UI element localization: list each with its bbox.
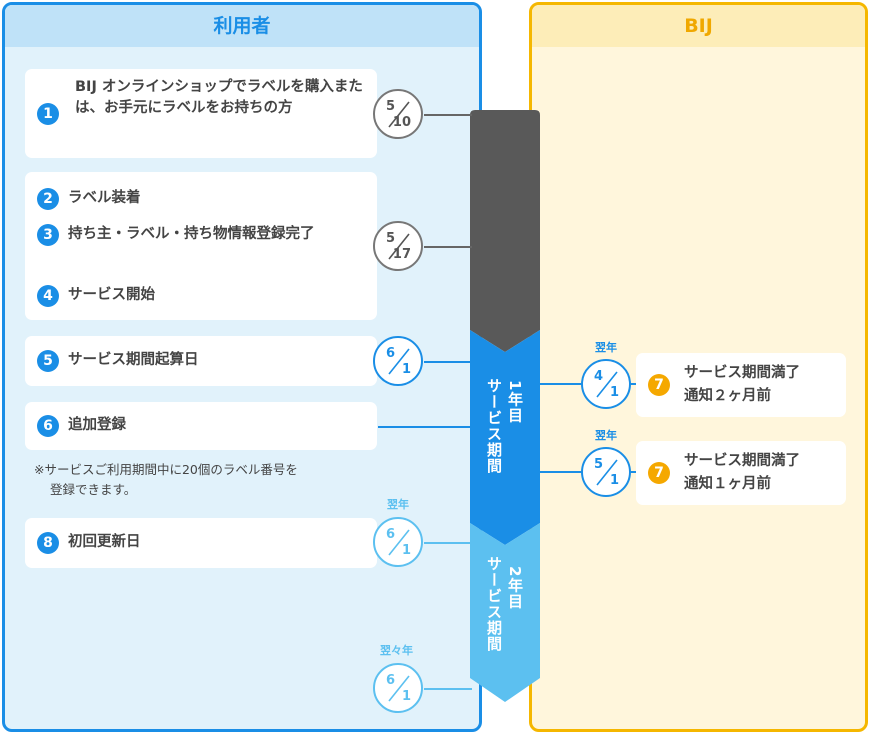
- step-number-badge: 4: [37, 285, 59, 307]
- connector-line: [424, 542, 472, 544]
- bij-step-2-line-1: サービス期間満了: [684, 453, 800, 469]
- date-circle-5: 6 1: [373, 663, 423, 713]
- timeline-segment-year2: [470, 523, 540, 702]
- date-day: 1: [609, 385, 619, 400]
- date-month: 6: [386, 346, 396, 361]
- date-tag: 翌年: [595, 429, 617, 442]
- step-6-text: 追加登録: [68, 417, 126, 433]
- step-8-text: 初回更新日: [68, 534, 141, 550]
- date-day: 10: [392, 115, 411, 130]
- timeline-segment-year1: [470, 330, 540, 545]
- connector-line: [538, 471, 582, 473]
- step-number-badge: 7: [648, 462, 670, 484]
- step-5: 5 サービス期間起算日: [37, 350, 367, 372]
- connector-line: [630, 383, 638, 385]
- year1-label: 1年目: [505, 380, 524, 423]
- date-tag: 翌々年: [380, 644, 413, 657]
- date-month: 5: [594, 457, 604, 472]
- step-8: 8 初回更新日: [37, 532, 367, 554]
- date-day: 1: [401, 689, 411, 704]
- note-line-2: 登録できます。: [50, 482, 137, 497]
- year1-unit: 年目: [506, 391, 524, 424]
- step-1-text: BIJ オンラインショップでラベルを購入または、お手元にラベルをお持ちの方: [75, 79, 363, 116]
- date-tag: 翌年: [387, 498, 409, 511]
- year1-number: 1: [506, 380, 524, 392]
- bij-panel-header: BIJ: [532, 5, 865, 47]
- step-card-1: 1 BIJ オンラインショップでラベルを購入または、お手元にラベルをお持ちの方: [25, 69, 377, 158]
- step-number-badge: 7: [648, 374, 670, 396]
- date-tag: 翌年: [595, 341, 617, 354]
- connector-line: [424, 114, 472, 116]
- step-5-text: サービス期間起算日: [68, 352, 199, 368]
- step-number-badge: 5: [37, 350, 59, 372]
- step-number-badge: 2: [37, 188, 59, 210]
- year2-number: 2: [506, 566, 524, 578]
- step-card-6: 6 追加登録: [25, 402, 377, 450]
- bij-step-1-line-1: サービス期間満了: [684, 365, 800, 381]
- step-2: 2 ラベル装着: [37, 188, 367, 210]
- step-card-5: 5 サービス期間起算日: [25, 336, 377, 386]
- date-day: 17: [392, 247, 411, 262]
- date-circle-3: 6 1: [373, 336, 423, 386]
- step-number-badge: 1: [37, 103, 59, 125]
- date-day: 1: [401, 543, 411, 558]
- bij-step-1-line-2: 通知２ヶ月前: [684, 388, 771, 404]
- connector-line: [378, 426, 472, 428]
- date-month: 6: [386, 527, 396, 542]
- bij-step-card-1: 7 サービス期間満了 通知２ヶ月前: [636, 353, 846, 417]
- step-3: 3 持ち主・ラベル・持ち物情報登録完了: [37, 224, 327, 246]
- step-number-badge: 3: [37, 224, 59, 246]
- step-4-text: サービス開始: [68, 287, 155, 303]
- connector-line: [424, 688, 472, 690]
- date-circle-4: 6 1: [373, 517, 423, 567]
- connector-line: [630, 471, 638, 473]
- year2-unit: 年目: [506, 577, 524, 610]
- step-number-badge: 6: [37, 415, 59, 437]
- step-card-8: 8 初回更新日: [25, 518, 377, 568]
- bij-step-card-2: 7 サービス期間満了 通知１ヶ月前: [636, 441, 846, 505]
- date-circle-1: 5 10: [373, 89, 423, 139]
- bij-step-2-line-2: 通知１ヶ月前: [684, 476, 771, 492]
- connector-line: [424, 361, 472, 363]
- timeline-segment-preparation: [470, 110, 540, 352]
- date-circle-7: 5 1: [581, 447, 631, 497]
- connector-line: [424, 246, 472, 248]
- date-circle-2: 5 17: [373, 221, 423, 271]
- year2-label: 2年目: [505, 566, 524, 609]
- step-6: 6 追加登録: [37, 415, 367, 437]
- year2-subtitle: サービス期間: [485, 556, 503, 652]
- date-month: 5: [386, 99, 396, 114]
- timeline-arrow: [470, 110, 540, 702]
- step-3-text: 持ち主・ラベル・持ち物情報登録完了: [68, 226, 315, 242]
- date-month: 4: [594, 369, 604, 384]
- registration-note: ※サービスご利用期間中に20個のラベル番号を 登録できます。: [34, 460, 379, 500]
- connector-line: [538, 383, 582, 385]
- date-day: 1: [401, 362, 411, 377]
- step-1: 1: [37, 103, 367, 125]
- note-line-1: ※サービスご利用期間中に20個のラベル番号を: [34, 462, 298, 477]
- year1-subtitle: サービス期間: [485, 378, 503, 474]
- date-day: 1: [609, 473, 619, 488]
- step-2-text: ラベル装着: [68, 190, 141, 206]
- date-month: 6: [386, 673, 396, 688]
- date-month: 5: [386, 231, 396, 246]
- date-circle-6: 4 1: [581, 359, 631, 409]
- user-panel-header: 利用者: [5, 5, 479, 47]
- step-4: 4 サービス開始: [37, 285, 367, 307]
- step-card-2-4: 2 ラベル装着 3 持ち主・ラベル・持ち物情報登録完了 4 サービス開始: [25, 172, 377, 320]
- step-number-badge: 8: [37, 532, 59, 554]
